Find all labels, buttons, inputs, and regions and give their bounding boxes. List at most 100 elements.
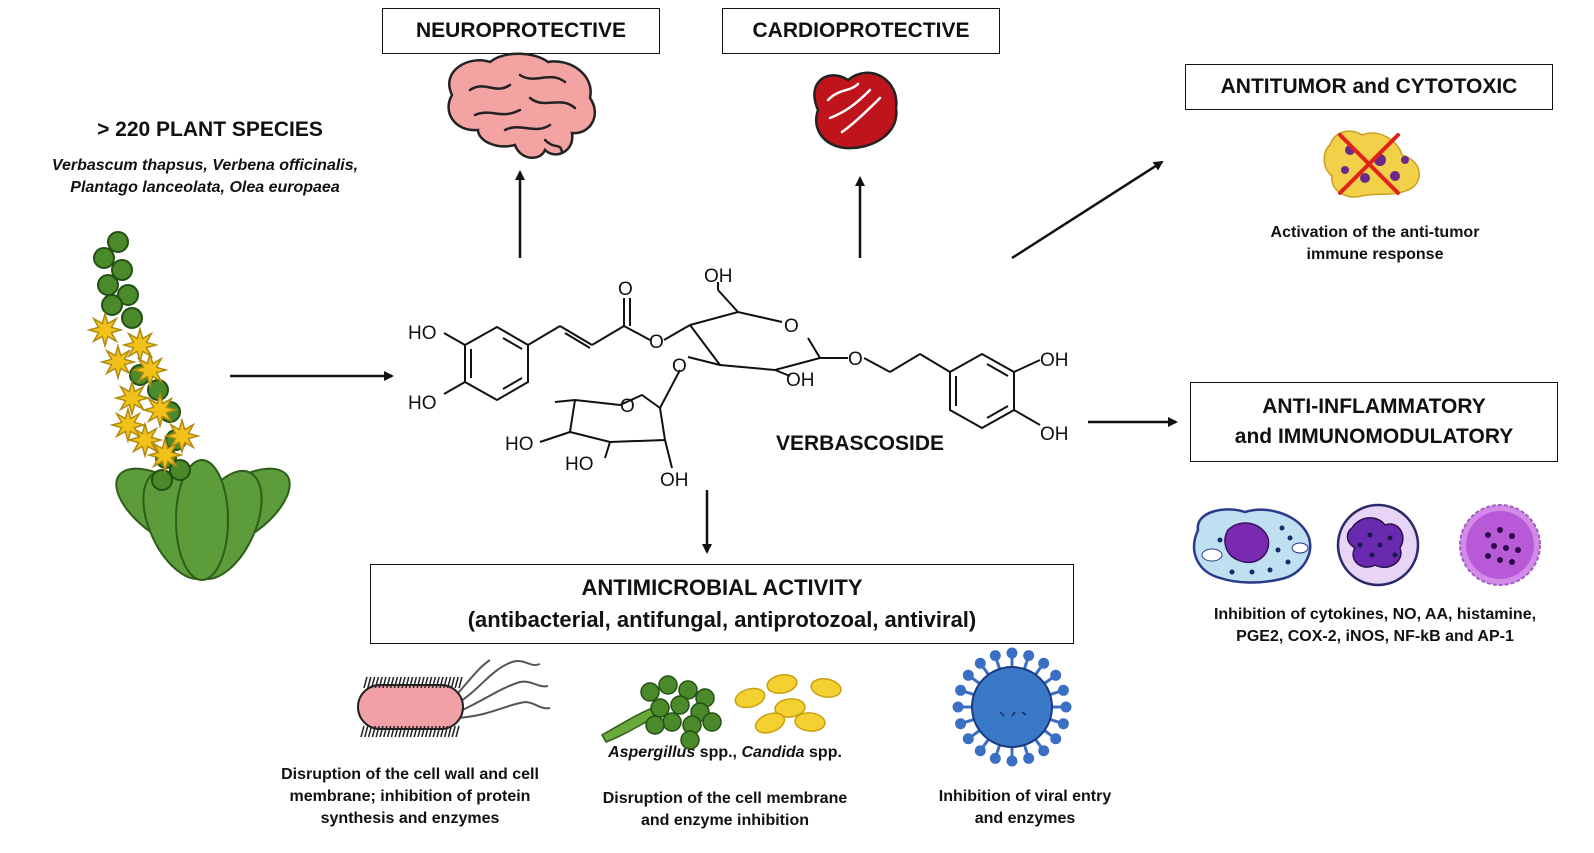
bacterium-hair xyxy=(458,676,463,689)
virus-spike-tip xyxy=(1006,647,1018,659)
bacterium-hair xyxy=(446,676,452,689)
tumor-cell-icon xyxy=(1323,130,1421,198)
neutrophil-icon xyxy=(1336,503,1420,587)
plant-species-heading: > 220 PLANT SPECIES xyxy=(97,118,323,141)
bacteria-caption: Disruption of the cell wall and cell mem… xyxy=(250,764,570,830)
atom-label: HO xyxy=(505,434,534,455)
species-line-1: Verbascum thapsus, Verbena officinalis, xyxy=(51,157,359,174)
inflammatory-caption-line-2: PGE2, COX-2, iNOS, NF-kB and AP-1 xyxy=(1236,628,1514,645)
fungi-spore xyxy=(702,712,722,732)
virus-spike-tip xyxy=(989,752,1001,764)
atom-label: O xyxy=(848,349,863,370)
bacterium-hair xyxy=(405,676,410,689)
arrow-to-antitumor xyxy=(1011,160,1164,260)
fungi-spore xyxy=(645,715,665,735)
bacterium-hair xyxy=(424,676,429,689)
virus-spike-tip xyxy=(1038,745,1050,757)
bacterium-icon xyxy=(357,659,551,738)
bacterium-hair xyxy=(421,725,426,738)
eosinophil-icon xyxy=(1459,504,1541,586)
bacterium-hair xyxy=(379,725,384,738)
virus-spike-tip xyxy=(952,701,964,713)
fungi-spores xyxy=(640,675,722,750)
plant-species-list: Verbascum thapsus, Verbena officinalis, … xyxy=(10,155,400,199)
plant-flower xyxy=(99,343,137,381)
bacterium-hair xyxy=(435,676,440,689)
antimicrobial-label: ANTIMICROBIAL ACTIVITY xyxy=(581,575,863,600)
plant-flower xyxy=(163,417,201,455)
neuroprotective-box: NEUROPROTECTIVE xyxy=(382,8,660,54)
bacterium-hair xyxy=(405,725,411,738)
atom-label: O xyxy=(618,279,633,300)
anti-inflammatory-box: ANTI-INFLAMMATORY and IMMUNOMODULATORY xyxy=(1190,382,1558,462)
bacterium-hair xyxy=(390,725,396,738)
bacterium-hair xyxy=(370,676,376,689)
plant-flowers xyxy=(86,311,201,474)
atom-label: O xyxy=(620,396,635,417)
virus-spike-tip xyxy=(962,733,974,745)
fungi-caption-line-2: and enzyme inhibition xyxy=(640,812,809,829)
heart-icon xyxy=(813,71,898,150)
bacterium-hair xyxy=(409,725,415,738)
bacterium-hair xyxy=(436,725,441,738)
antitumor-caption-line-2: immune response xyxy=(1306,246,1444,263)
inflammatory-caption: Inhibition of cytokines, NO, AA, histami… xyxy=(1170,604,1580,648)
virus-spike-tip xyxy=(1050,733,1062,745)
plant-bud xyxy=(101,294,123,316)
arrows xyxy=(230,160,1178,554)
bacterium-hair xyxy=(424,725,430,738)
fungi-species-end: spp. xyxy=(804,744,842,761)
bacterium-hair xyxy=(412,676,418,689)
bacterium-hair xyxy=(451,725,456,738)
virus-caption: Inhibition of viral entry and enzymes xyxy=(900,786,1150,830)
cardioprotective-label: CARDIOPROTECTIVE xyxy=(752,19,970,42)
bacterium-hair xyxy=(386,676,391,689)
antimicrobial-sub-label: (antibacterial, antifungal, antiprotozoa… xyxy=(467,607,977,632)
brain-icon xyxy=(447,52,597,159)
plant-flower xyxy=(141,391,179,429)
plant-flower xyxy=(86,311,124,349)
virus-spikes xyxy=(952,647,1072,767)
plant-bud xyxy=(151,469,173,491)
plant-flower xyxy=(146,436,184,474)
atom-label: OH xyxy=(1040,424,1069,445)
bacterium-hair xyxy=(413,725,418,738)
plant-bud xyxy=(93,247,115,269)
plant-bud xyxy=(117,284,139,306)
fungi-caption-line-1: Disruption of the cell membrane xyxy=(602,790,848,807)
verbascoside-structure xyxy=(443,282,1041,469)
bacterium-hair xyxy=(363,676,368,689)
fungi-spore xyxy=(662,712,682,732)
bacterium-hair xyxy=(389,676,395,689)
virus-caption-line-2: and enzymes xyxy=(974,810,1076,827)
bacterium-hair xyxy=(450,676,456,689)
bacterium-hair xyxy=(439,676,444,689)
plant-bud xyxy=(107,231,129,253)
virus-spike-tip xyxy=(1006,755,1018,767)
virus-spike-tip xyxy=(1060,701,1072,713)
fungi-species-candida: Candida xyxy=(741,744,805,761)
fungi-species-mid: spp., xyxy=(695,744,742,761)
bacterium-hair xyxy=(431,676,437,689)
bacterium-hairs xyxy=(360,676,463,738)
plant-bud xyxy=(97,274,119,296)
virus-spike-tip xyxy=(962,669,974,681)
fungi-spore xyxy=(680,730,700,750)
atom-label: OH xyxy=(660,470,689,491)
bacterium-hair xyxy=(427,676,433,689)
cardioprotective-box: CARDIOPROTECTIVE xyxy=(722,8,1000,54)
bacterium-hair xyxy=(360,725,365,738)
bacterium-hair xyxy=(454,676,459,689)
bacterium-hair xyxy=(428,725,434,738)
bacterium-hair xyxy=(447,725,453,738)
antitumor-caption: Activation of the anti-tumor immune resp… xyxy=(1220,222,1530,266)
anti-inflammatory-label: ANTI-INFLAMMATORY xyxy=(1262,395,1486,418)
bacterium-hair xyxy=(378,676,383,689)
fungi-caption: Disruption of the cell membrane and enzy… xyxy=(570,788,880,832)
atom-label: HO xyxy=(408,393,437,414)
neuroprotective-label: NEUROPROTECTIVE xyxy=(415,19,627,42)
virus-spike-tip xyxy=(955,684,967,696)
bacterium-hair xyxy=(364,725,369,738)
verbascoside-atom-labels: HO HO O O OH O OH O OH OH O O HO HO OH xyxy=(408,266,1069,491)
antimicrobial-box: ANTIMICROBIAL ACTIVITY (antibacterial, a… xyxy=(370,564,1074,644)
